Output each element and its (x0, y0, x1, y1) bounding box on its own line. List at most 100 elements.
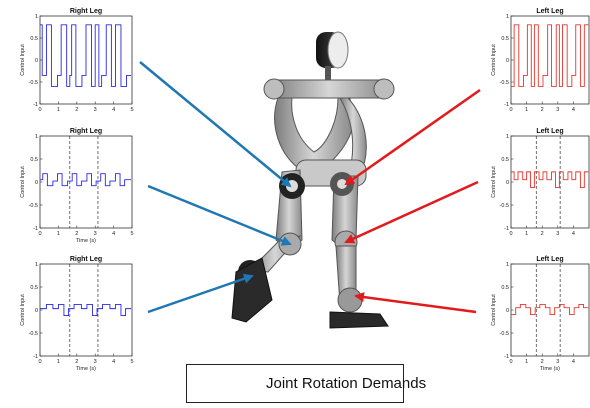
y-tick-label: -0.5 (29, 331, 38, 337)
x-tick-label: 4 (572, 359, 575, 365)
x-tick-label: 1 (57, 107, 60, 113)
chart-frame (510, 135, 590, 229)
x-tick-label: 0 (38, 107, 41, 113)
y-tick-label: -0.5 (29, 203, 38, 209)
y-tick-label: -0.5 (500, 331, 509, 337)
x-tick-label: 1 (525, 359, 528, 365)
exoskeleton-robot-illustration (231, 31, 395, 329)
red-arrow (344, 88, 481, 186)
chart-panel: Left Leg -1 -0.5 0 0.5 1 0 1 2 3 4 Control Input (491, 8, 590, 113)
robot-left-leg (329, 172, 389, 329)
x-axis-label: Time (s) (540, 366, 560, 372)
control-input-series-line (40, 173, 132, 187)
x-axis-label: Time (s) (76, 238, 96, 244)
x-tick-label: 3 (94, 359, 97, 365)
chart-title: Right Leg (70, 128, 102, 135)
arrow-group (139, 61, 481, 314)
y-tick-label: 0 (506, 58, 509, 64)
chart-frame (510, 15, 590, 105)
x-tick-label: 4 (572, 231, 575, 237)
control-input-series-line (40, 304, 132, 316)
x-tick-label: 0 (509, 231, 512, 237)
y-tick-label: -1 (504, 226, 509, 232)
robot-head (316, 31, 349, 80)
y-tick-label: -0.5 (500, 203, 509, 209)
y-axis-label: Control Input (20, 294, 26, 326)
chart-frame (39, 135, 133, 229)
x-tick-label: 3 (94, 231, 97, 237)
y-tick-label: 1 (506, 14, 509, 20)
y-tick-label: 0.5 (30, 285, 38, 291)
y-axis-label: Control Input (491, 294, 497, 326)
x-tick-label: 4 (112, 359, 115, 365)
chart-title: Right Leg (70, 8, 102, 15)
y-axis-label: Control Input (20, 166, 26, 198)
x-tick-label: 0 (509, 359, 512, 365)
control-input-series-line (511, 171, 589, 188)
y-tick-label: 1 (506, 134, 509, 140)
y-tick-label: 0 (35, 308, 38, 314)
x-tick-label: 0 (38, 359, 41, 365)
x-tick-label: 3 (556, 231, 559, 237)
x-tick-label: 0 (509, 107, 512, 113)
y-tick-label: -1 (33, 354, 38, 360)
x-tick-label: 2 (541, 231, 544, 237)
control-input-series-line (511, 24, 589, 87)
y-tick-label: -1 (504, 354, 509, 360)
y-tick-label: 0 (35, 58, 38, 64)
x-tick-label: 3 (556, 359, 559, 365)
x-tick-label: 5 (130, 231, 133, 237)
x-tick-label: 2 (541, 359, 544, 365)
x-tick-label: 4 (572, 107, 575, 113)
y-tick-label: 0.5 (501, 36, 509, 42)
x-tick-label: 3 (556, 107, 559, 113)
blue-arrow (139, 61, 292, 188)
red-arrow (344, 180, 479, 244)
x-tick-label: 0 (38, 231, 41, 237)
control-input-series-line (40, 24, 132, 87)
y-tick-label: -0.5 (29, 80, 38, 86)
x-tick-label: 1 (57, 359, 60, 365)
y-tick-label: 0.5 (30, 36, 38, 42)
chart-title: Right Leg (70, 256, 102, 263)
y-tick-label: 1 (35, 262, 38, 268)
y-tick-label: 1 (35, 134, 38, 140)
control-input-series-line (511, 304, 589, 316)
x-tick-label: 1 (57, 231, 60, 237)
y-tick-label: -1 (504, 102, 509, 108)
blue-arrow (147, 273, 254, 314)
chart-title: Left Leg (536, 8, 563, 15)
robot-right-leg (231, 169, 305, 323)
robot-shoulder-bar (269, 79, 389, 99)
y-tick-label: 0 (506, 308, 509, 314)
chart-title: Left Leg (536, 128, 563, 135)
y-tick-label: -0.5 (500, 80, 509, 86)
x-tick-label: 2 (541, 107, 544, 113)
blue-arrow (147, 184, 292, 246)
x-tick-label: 3 (94, 107, 97, 113)
chart-title: Left Leg (536, 256, 563, 263)
x-tick-label: 5 (130, 107, 133, 113)
x-tick-label: 2 (75, 107, 78, 113)
y-tick-label: 1 (35, 14, 38, 20)
y-tick-label: -1 (33, 102, 38, 108)
x-tick-label: 1 (525, 107, 528, 113)
x-tick-label: 4 (112, 107, 115, 113)
x-tick-label: 1 (525, 231, 528, 237)
x-tick-label: 4 (112, 231, 115, 237)
x-tick-label: 2 (75, 359, 78, 365)
x-tick-label: 5 (130, 359, 133, 365)
chart-frame (39, 263, 133, 357)
y-tick-label: 0.5 (30, 157, 38, 163)
y-tick-label: -1 (33, 226, 38, 232)
y-tick-label: 0.5 (501, 157, 509, 163)
y-axis-label: Control Input (491, 44, 497, 76)
x-tick-label: 2 (75, 231, 78, 237)
